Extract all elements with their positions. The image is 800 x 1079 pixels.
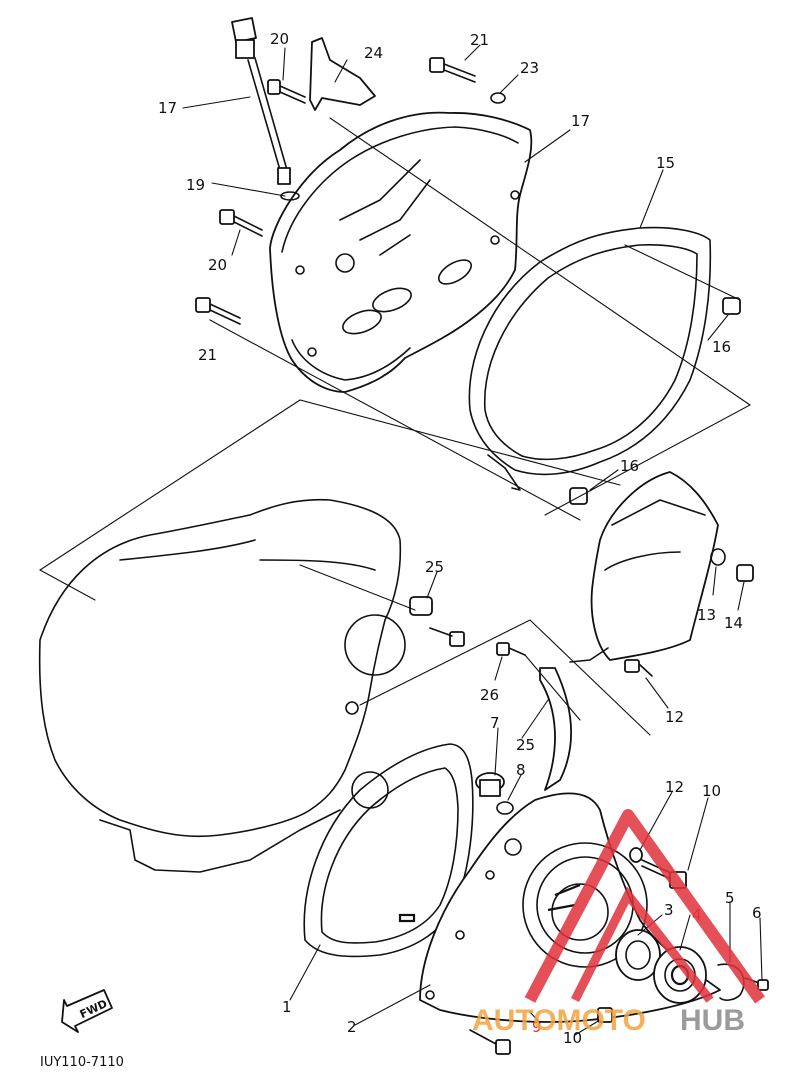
callout-19: 19 (186, 176, 205, 194)
callout-21-left: 21 (198, 346, 217, 364)
bolt-12 (624, 659, 653, 677)
callout-25: 25 (516, 736, 535, 754)
bolt-20-upper (267, 79, 306, 104)
callout-5: 5 (725, 889, 735, 907)
callout-2: 2 (347, 1018, 357, 1036)
watermark-brand-part1: AUTOMOTO (472, 1004, 646, 1037)
fwd-arrow-icon: FWD (61, 989, 113, 1033)
crankcase-body (38, 498, 406, 873)
callout-12: 12 (665, 708, 684, 726)
callout-22: 23 (520, 59, 539, 77)
washer-11 (629, 847, 643, 863)
washer-22 (490, 92, 506, 104)
drawing-code: IUY110-7110 (40, 1055, 124, 1070)
oil-filler-plug-7 (475, 772, 505, 797)
bolt-26 (496, 642, 526, 656)
callout-24: 25 (425, 558, 444, 576)
dowel-pin-16 (569, 297, 741, 505)
gasket-15 (468, 226, 712, 491)
bolt-9 (469, 1029, 511, 1055)
callout-16-right: 16 (712, 338, 731, 356)
callout-16-lower: 16 (620, 457, 639, 475)
callout-6: 6 (752, 904, 762, 922)
bolt-20-left (219, 209, 263, 237)
callout-labels: 17 19 20 24 21 23 17 15 20 21 16 16 25 1… (158, 30, 762, 1047)
callout-10-upper: 10 (702, 782, 721, 800)
sprocket-cover (569, 471, 719, 663)
o-ring-19 (280, 191, 300, 201)
watermark-logo: AUTOMOTO HUB (472, 809, 765, 1037)
chain-guide-25 (539, 667, 573, 791)
callout-13: 13 (697, 606, 716, 624)
callout-3: 3 (664, 901, 674, 919)
callout-7: 7 (490, 714, 500, 732)
callout-20-left: 20 (208, 256, 227, 274)
assembly-guide-lines (39, 117, 752, 736)
bolt-21-upper (429, 57, 476, 83)
callout-14: 14 (724, 614, 743, 632)
leader-lines (182, 44, 763, 1036)
callout-1: 1 (282, 998, 292, 1016)
callout-20-upper: 20 (270, 30, 289, 48)
callout-17: 17 (571, 112, 590, 130)
callout-15: 15 (656, 154, 675, 172)
callout-8: 8 (516, 761, 526, 779)
callout-18: 17 (158, 99, 177, 117)
washer-13 (710, 548, 726, 566)
bolt-21-left (195, 297, 241, 325)
bolt-24 (409, 596, 465, 647)
bracket-23 (309, 37, 376, 111)
callout-21-upper: 21 (470, 31, 489, 49)
dipstick-18 (231, 17, 291, 185)
o-ring-8 (496, 801, 514, 815)
callout-23: 24 (364, 44, 383, 62)
callout-9: 9 (532, 1018, 542, 1036)
callout-10-lower: 10 (563, 1029, 582, 1047)
watermark-triangle-icon (524, 809, 765, 1004)
oil-seal-3 (615, 929, 661, 981)
callout-26: 26 (480, 686, 499, 704)
bolt-10-lower (597, 1007, 613, 1023)
bolt-14 (736, 564, 754, 582)
watermark-brand-part2: HUB (680, 1004, 745, 1037)
gasket-1 (303, 743, 474, 958)
crankcase-cover-17 (269, 111, 533, 393)
callout-11: 12 (665, 778, 684, 796)
